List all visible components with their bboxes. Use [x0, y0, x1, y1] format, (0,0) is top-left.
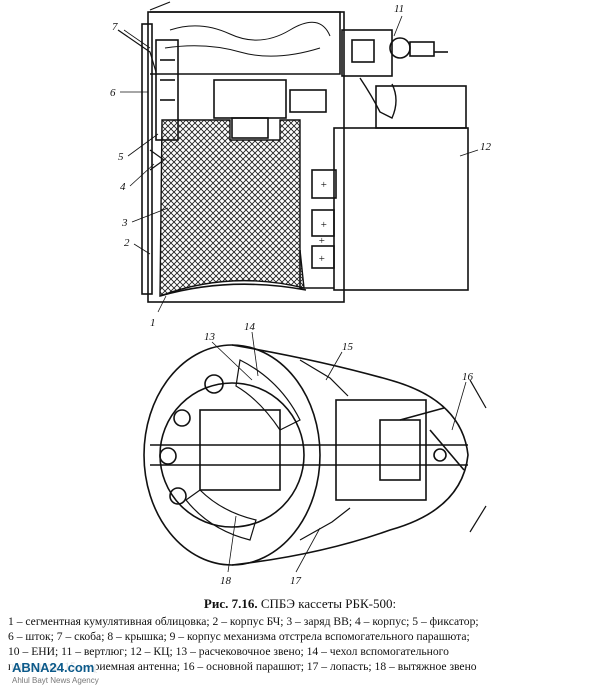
- legend-line: парашюта; 15 – приемная антенна; 16 – ос…: [8, 660, 477, 673]
- plus-sign: +: [320, 179, 327, 191]
- leader-lines-bottom: [211, 331, 467, 573]
- legend-line: 6 – шток; 7 – скоба; 8 – крышка; 9 – кор…: [8, 630, 470, 643]
- legend-line: 1 – сегментная кумулятивная облицовка; 2…: [8, 615, 479, 628]
- callout-6: 6: [110, 87, 116, 99]
- caption-title: Рис. 7.16. СПБЭ кассеты РБК-500:: [0, 596, 600, 612]
- callout-13: 13: [204, 331, 216, 343]
- callout-16: 16: [462, 371, 474, 383]
- watermark-logo: ABNA24.com: [10, 660, 97, 675]
- plan-view: [143, 344, 487, 566]
- callout-3: 3: [121, 217, 128, 229]
- callout-18: 18: [220, 575, 232, 587]
- callout-11: 11: [394, 3, 404, 15]
- plus-sign: +: [318, 235, 325, 247]
- explosive-charge: [159, 119, 305, 298]
- technical-drawing: + + + +: [110, 1, 492, 587]
- callout-12: 12: [480, 141, 492, 153]
- liner-curve: [159, 283, 307, 297]
- callout-5: 5: [118, 151, 124, 163]
- figure-caption: Рис. 7.16. СПБЭ кассеты РБК-500: 1 – сег…: [0, 596, 600, 674]
- callout-15: 15: [342, 341, 354, 353]
- watermark-subtitle: Ahlul Bayt News Agency: [12, 676, 99, 685]
- legend-lines: 1 – сегментная кумулятивная облицовка; 2…: [0, 614, 600, 674]
- leader-lines-top: [120, 15, 479, 313]
- figure-number: Рис. 7.16.: [203, 596, 258, 611]
- legend-line: 10 – ЕНИ; 11 – вертлюг; 12 – КЦ; 13 – ра…: [8, 645, 449, 658]
- plus-sign: +: [318, 253, 325, 265]
- callout-4: 4: [120, 181, 126, 193]
- callout-2: 2: [124, 237, 130, 249]
- plus-signs: + + + +: [318, 179, 327, 265]
- callout-labels: 7 6 5 4 3 2 1 11 12 13 14 15 16 17 18: [110, 3, 492, 587]
- callout-17: 17: [290, 575, 302, 587]
- callout-14: 14: [244, 321, 256, 333]
- figure-title: СПБЭ кассеты РБК-500:: [260, 596, 397, 611]
- callout-1: 1: [150, 317, 156, 329]
- plus-sign: +: [320, 219, 327, 231]
- callout-7: 7: [112, 21, 118, 33]
